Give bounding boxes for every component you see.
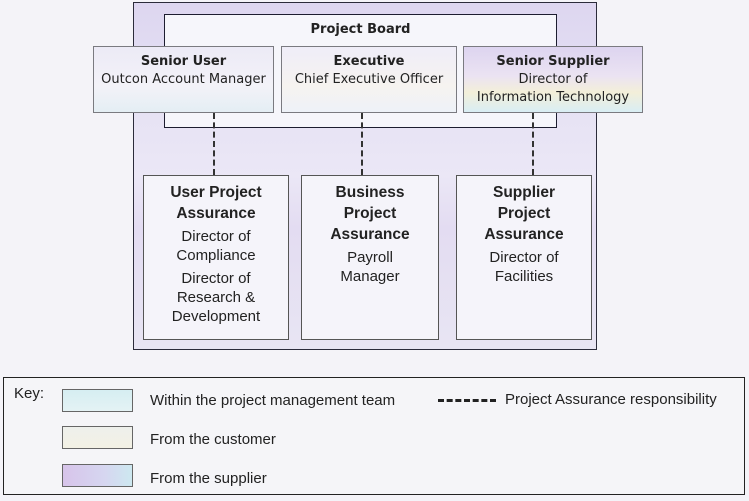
role-title: Senior User <box>140 54 227 69</box>
executive-box: Executive Chief Executive Officer <box>281 46 457 113</box>
senior-user-box: Senior User Outcon Account Manager <box>93 46 274 113</box>
legend-title: Key: <box>14 385 45 402</box>
legend-swatch-customer <box>62 426 133 449</box>
assurance-dashed-line-user <box>213 113 215 175</box>
role-title: Senior Supplier <box>496 54 610 69</box>
role-title: Executive <box>333 54 405 69</box>
role-holder: Outcon Account Manager <box>101 72 266 87</box>
assurance-holder: Director of Facilities <box>489 249 559 285</box>
role-holder: Chief Executive Officer <box>294 72 444 87</box>
assurance-dashed-line-business <box>361 113 363 175</box>
legend-label-customer: From the customer <box>150 431 276 448</box>
senior-supplier-box: Senior Supplier Director of Information … <box>463 46 643 113</box>
legend-label-supplier: From the supplier <box>150 470 267 487</box>
legend-swatch-team <box>62 389 133 412</box>
legend-label-team: Within the project management team <box>150 392 396 409</box>
assurance-holder: Payroll Manager <box>340 249 400 285</box>
legend-dashed-line-icon <box>438 399 496 402</box>
project-board-title: Project Board <box>310 22 411 37</box>
assurance-dashed-line-supplier <box>532 113 534 175</box>
role-holder: Information Technology <box>476 90 630 105</box>
assurance-holder: Director of Research & Development <box>171 270 261 325</box>
assurance-holder: Director of Compliance <box>176 228 256 264</box>
role-holder: Director of <box>518 72 588 87</box>
legend-label-assurance: Project Assurance responsibility <box>505 391 717 408</box>
legend-swatch-supplier <box>62 464 133 487</box>
